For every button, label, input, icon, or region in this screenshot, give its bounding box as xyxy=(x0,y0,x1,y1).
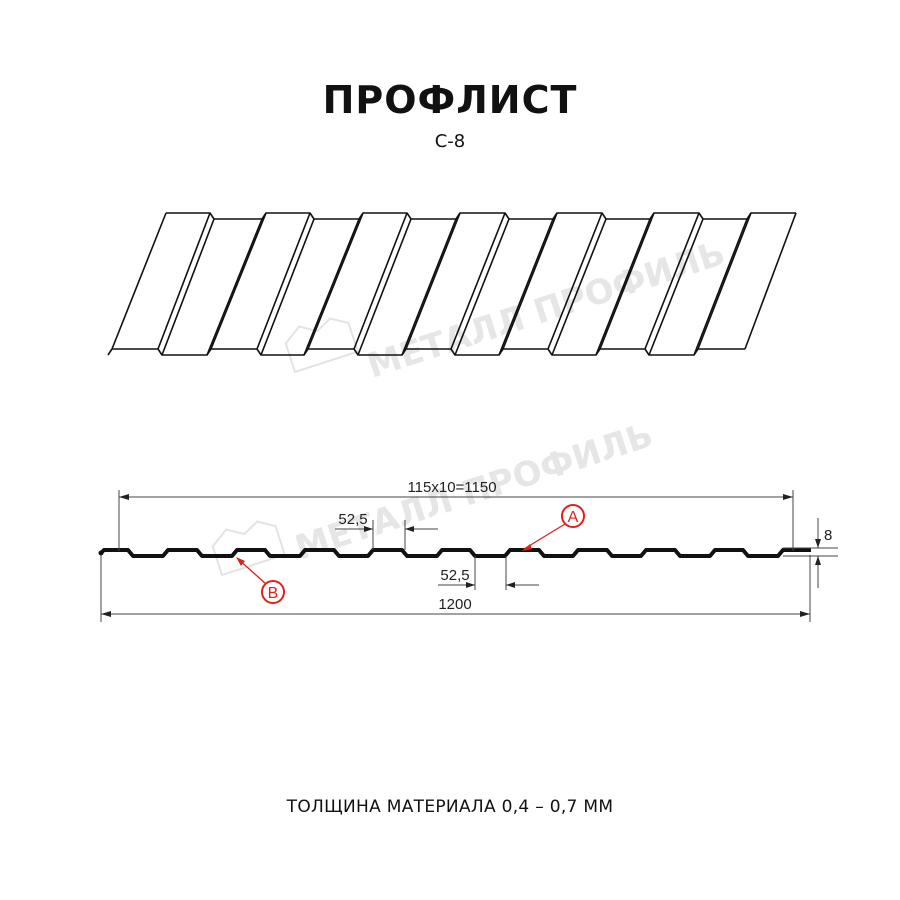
dim-rib-top-width: 52,5 xyxy=(338,511,367,528)
dimension-lines xyxy=(100,490,838,622)
profile-cross-section xyxy=(98,548,811,558)
dim-rib-bottom-width: 52,5 xyxy=(440,567,469,584)
callout-a: A xyxy=(522,504,585,551)
material-thickness: ТОЛЩИНА МАТЕРИАЛА 0,4 – 0,7 ММ xyxy=(286,797,614,817)
dim-height: 8 xyxy=(824,527,832,544)
callout-b-label: B xyxy=(268,585,279,602)
callout-a-label: A xyxy=(568,509,579,526)
watermark-upper: МЕТАЛЛ ПРОФИЛЬ xyxy=(284,233,730,387)
dim-pitch-total: 115x10=1150 xyxy=(407,479,496,496)
dim-full-width: 1200 xyxy=(438,596,471,613)
callout-b: B xyxy=(236,557,285,604)
watermark-logo-icon xyxy=(284,317,360,374)
profile-model: С-8 xyxy=(434,131,466,152)
sheet-isometric-view xyxy=(107,212,797,356)
watermark-text: МЕТАЛЛ ПРОФИЛЬ xyxy=(362,233,730,386)
watermark-logo-icon xyxy=(211,520,287,577)
page-title: ПРОФЛИСТ xyxy=(322,78,578,122)
